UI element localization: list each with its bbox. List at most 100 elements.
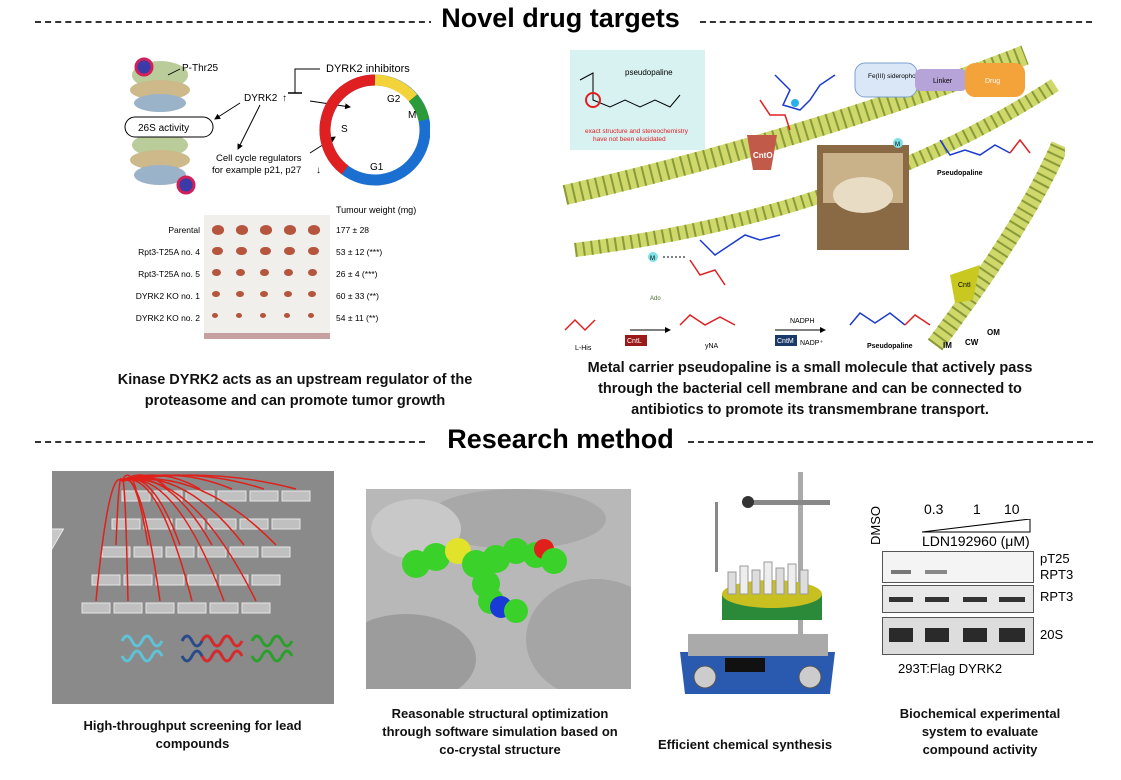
pseudopaline-caption: Metal carrier pseudopaline is a small mo… bbox=[587, 360, 1033, 418]
dyrk2-inhibitors-label: DYRK2 inhibitors bbox=[326, 63, 410, 75]
hts-plate bbox=[219, 574, 249, 586]
yna-label: yNA bbox=[705, 343, 719, 350]
method-caption-biochem: Biochemical experimental system to evalu… bbox=[899, 706, 1061, 757]
hts-plate bbox=[113, 602, 143, 614]
metal-label-top: M bbox=[895, 142, 900, 148]
tumour-row-value: 54 ± 11 (**) bbox=[336, 313, 379, 323]
tumour-sample bbox=[308, 247, 319, 256]
hts-plate bbox=[91, 574, 121, 586]
blot-band-2 bbox=[882, 585, 1034, 613]
phase-g1: G1 bbox=[370, 162, 384, 173]
section-title-research-method: Research method bbox=[0, 424, 1121, 455]
dose-wedge bbox=[922, 519, 1031, 533]
phase-s: S bbox=[341, 124, 348, 135]
hts-figure bbox=[52, 471, 334, 704]
svg-text:↑: ↑ bbox=[282, 93, 287, 104]
tumour-sample bbox=[212, 291, 220, 297]
hts-plate bbox=[261, 546, 291, 558]
membrane-im: IM bbox=[943, 341, 952, 350]
cnti-label: CntI bbox=[958, 282, 971, 289]
conj-linker: Linker bbox=[933, 78, 953, 85]
tumour-sample bbox=[308, 225, 320, 235]
tumour-sample bbox=[284, 225, 296, 235]
pseudopaline-label-bottom: Pseudopaline bbox=[867, 343, 913, 350]
hts-plate bbox=[81, 602, 111, 614]
hts-arrow bbox=[95, 478, 123, 602]
membrane-om: OM bbox=[987, 328, 1000, 337]
band3-label: 20S bbox=[1040, 627, 1064, 642]
top-divider-right bbox=[700, 21, 1092, 23]
tumour-sample bbox=[236, 291, 244, 297]
hts-plate bbox=[241, 602, 271, 614]
dyrk2-caption: Kinase DYRK2 acts as an upstream regulat… bbox=[117, 372, 473, 409]
band2-label: RPT3 bbox=[1040, 589, 1074, 604]
bottom-divider-right bbox=[688, 441, 1093, 443]
gpcr-icons bbox=[120, 634, 294, 663]
dyrk2-diagram: P-Thr25 DYRK2 ↑ DYRK2 inhibitors 26S act… bbox=[124, 57, 430, 195]
svg-text:have not been elucidated: have not been elucidated bbox=[593, 136, 666, 143]
conj-siderophore: Fe(III) siderophore bbox=[868, 73, 922, 80]
tumour-sample bbox=[212, 247, 223, 256]
26s-activity-label: 26S activity bbox=[138, 123, 189, 134]
membrane-cw: CW bbox=[965, 338, 979, 347]
tumour-sample bbox=[260, 247, 271, 256]
svg-text:↓: ↓ bbox=[316, 165, 321, 176]
cell-cycle-ring: G2 M S G1 bbox=[319, 74, 430, 186]
hts-arrow bbox=[121, 478, 257, 602]
tumour-sample bbox=[260, 225, 272, 235]
tumour-row-label: Rpt3-T25A no. 5 bbox=[138, 269, 200, 279]
tumour-sample bbox=[236, 269, 245, 277]
cocrystal-figure bbox=[366, 489, 631, 689]
western-footer: 293T:Flag DYRK2 bbox=[898, 661, 1003, 676]
top-divider-left bbox=[35, 21, 435, 23]
hts-plate bbox=[217, 490, 247, 502]
tumour-header: Tumour weight (mg) bbox=[336, 205, 417, 215]
proteasome-top-icon bbox=[130, 57, 190, 112]
phase-m: M bbox=[408, 110, 416, 121]
hts-plate bbox=[209, 602, 239, 614]
lhis-label: L-His bbox=[575, 345, 592, 352]
hts-plate bbox=[155, 574, 185, 586]
compound-label: LDN192960 (μM) bbox=[922, 533, 1030, 549]
hts-plate bbox=[251, 574, 281, 586]
tumour-sample bbox=[260, 269, 269, 277]
tumour-row-label: DYRK2 KO no. 2 bbox=[135, 313, 200, 323]
svg-text:Ado: Ado bbox=[650, 296, 661, 302]
dyrk2-label: DYRK2 bbox=[244, 93, 278, 104]
tumour-sample bbox=[236, 225, 248, 235]
hts-plate bbox=[197, 546, 227, 558]
band1-label: pT25 bbox=[1040, 551, 1070, 566]
ligand-molecule-icon bbox=[402, 538, 567, 623]
hts-plate bbox=[145, 602, 175, 614]
hts-arrows bbox=[95, 474, 297, 602]
tumour-sample bbox=[284, 247, 295, 256]
pseudopaline-diagram: pseudopaline exact structure and stereoc… bbox=[562, 45, 1065, 352]
dose-3: 10 bbox=[1004, 501, 1020, 517]
blot-band-1 bbox=[882, 551, 1034, 583]
tumour-row-value: 60 ± 33 (**) bbox=[336, 291, 379, 301]
hts-plate-grid bbox=[81, 490, 311, 614]
hts-plate bbox=[271, 518, 301, 530]
tumour-row-value: 177 ± 28 bbox=[336, 225, 370, 235]
conj-drug: Drug bbox=[985, 78, 1000, 85]
cntl-label: CntL bbox=[627, 338, 642, 345]
hts-arrow bbox=[121, 477, 277, 546]
hts-arrow bbox=[115, 478, 123, 546]
nadp-label: NADP⁺ bbox=[800, 340, 823, 347]
pseudopaline-box-title: pseudopaline bbox=[625, 68, 673, 77]
bottom-divider-left bbox=[35, 441, 425, 443]
tumour-sample bbox=[236, 313, 242, 318]
method-caption-synthesis: Efficient chemical synthesis bbox=[657, 737, 833, 752]
dose-1: 0.3 bbox=[924, 501, 944, 517]
tumour-sample bbox=[260, 291, 268, 297]
hts-plate bbox=[165, 546, 195, 558]
method-caption-cocrystal: Reasonable structural optimization throu… bbox=[382, 706, 618, 757]
hts-plate bbox=[101, 546, 131, 558]
tumour-sample bbox=[212, 225, 224, 235]
hts-plate bbox=[177, 602, 207, 614]
box-note: exact structure and stereochemistry bbox=[585, 128, 689, 135]
tumour-sample bbox=[212, 313, 218, 318]
phase-g2: G2 bbox=[387, 94, 401, 105]
blot-band-3 bbox=[882, 617, 1034, 655]
synthesis-figure bbox=[680, 472, 835, 694]
